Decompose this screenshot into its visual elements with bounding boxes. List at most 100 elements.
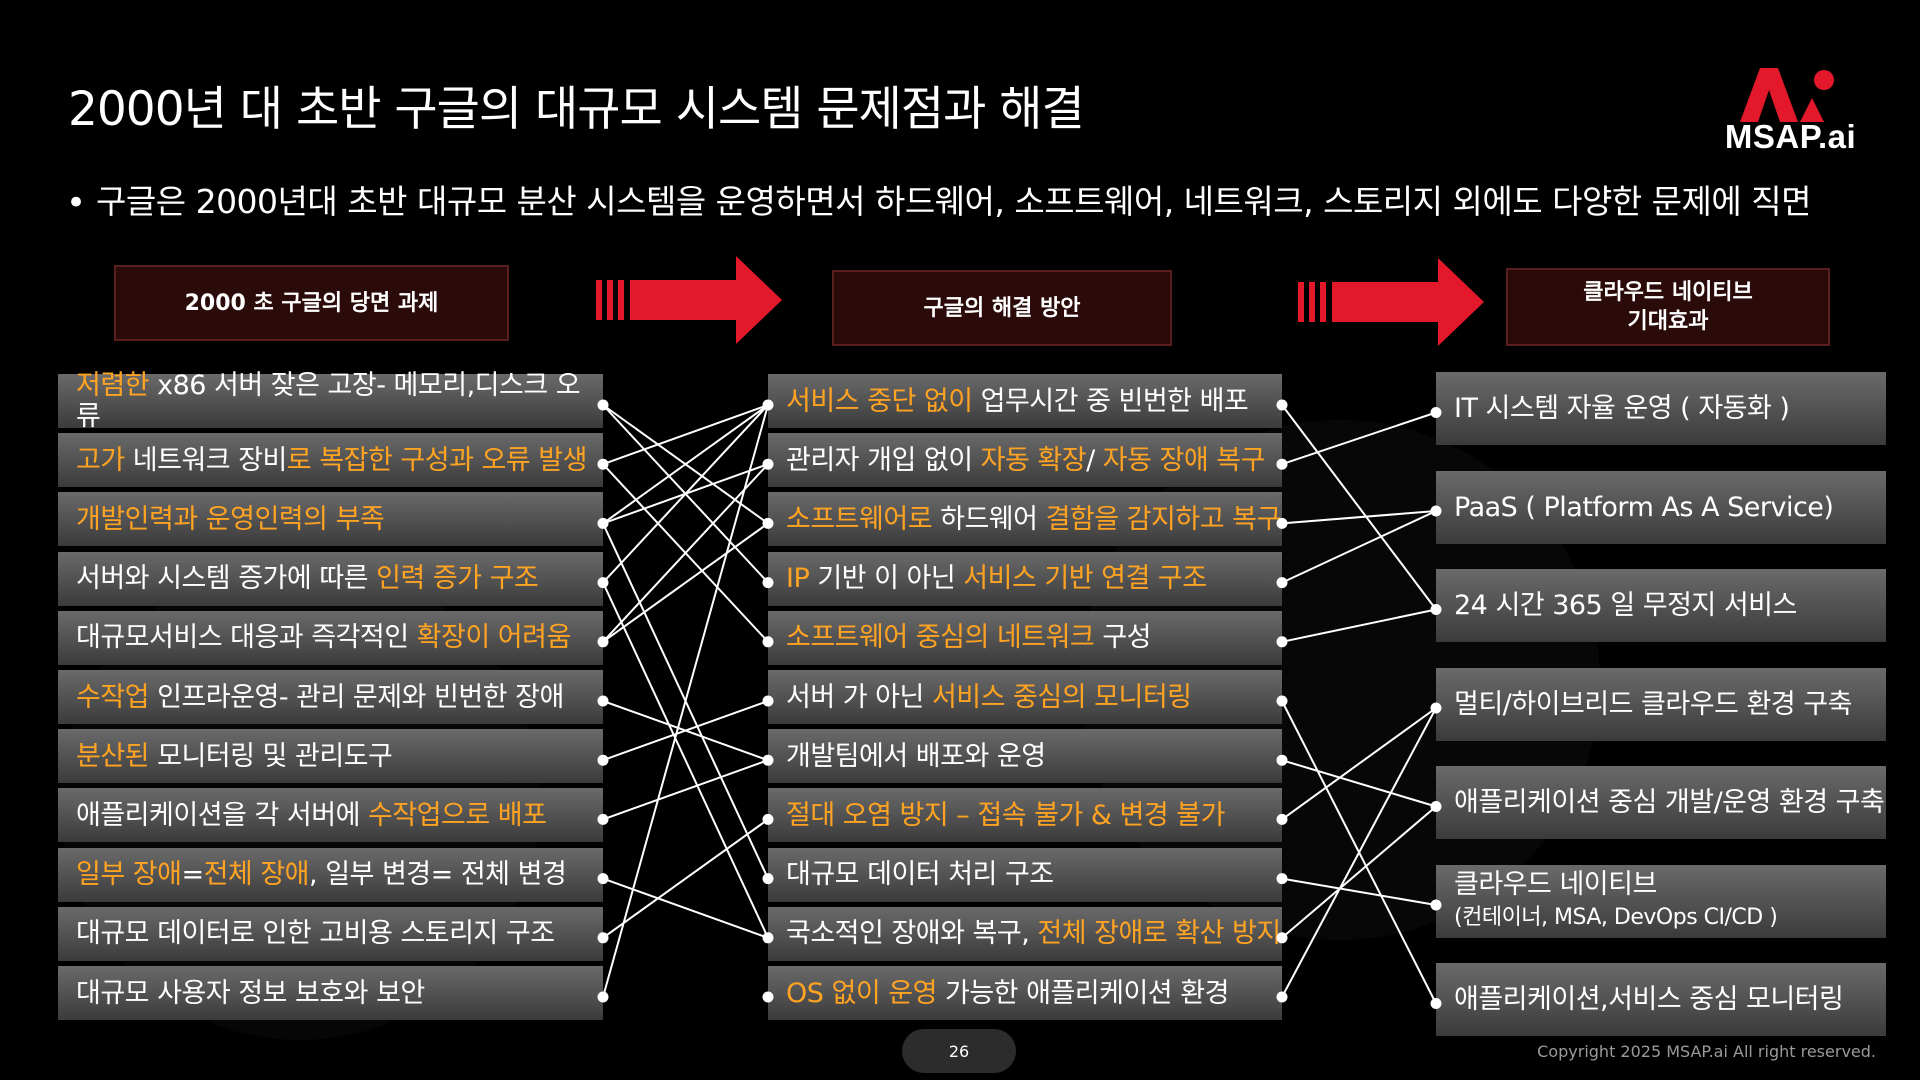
connector-dot: [597, 636, 609, 648]
solution-item: 서비스 중단 없이 업무시간 중 빈번한 배포: [768, 374, 1282, 428]
challenge-item-segment: 확장이 어려움: [416, 622, 572, 654]
challenge-item-segment: x86 서버 잦은 고장- 메모리,디스크 오류: [76, 370, 581, 432]
solution-item: IP 기반 이 아닌 서비스 기반 연결 구조: [768, 551, 1282, 606]
connector-line: [1281, 404, 1437, 611]
solution-item: 절대 오염 방지 – 접속 불가 & 변경 불가: [768, 788, 1282, 843]
challenge-item-segment: 수작업으로 배포: [368, 799, 547, 831]
solution-item-segment: 하드웨어: [932, 503, 1046, 535]
effect-item: PaaS ( Platform As A Service): [1436, 470, 1886, 544]
connector-line: [602, 404, 769, 466]
solution-item-segment: /: [1086, 444, 1103, 476]
connector-dot: [1430, 604, 1442, 615]
solution-item-segment: 관리자 개입 없이: [786, 444, 981, 476]
effect-item-segment: 멀티/하이브리드 클라우드 환경 구축: [1454, 688, 1852, 720]
solution-item: 관리자 개입 없이 자동 확장/ 자동 장애 복구: [768, 433, 1282, 488]
challenge-item-segment: 네트워크 장비: [124, 444, 288, 476]
header-effects-label-2: 기대효과: [1627, 309, 1709, 334]
challenge-item-segment: 대규모 사용자 정보 보호와 보안: [76, 977, 425, 1009]
effect-item-text: IT 시스템 자율 운영 ( 자동화 ): [1454, 393, 1790, 424]
connector-line: [1281, 510, 1437, 525]
arrow-right-icon: [596, 256, 782, 344]
connector-line: [602, 404, 769, 525]
connector-dot: [762, 873, 774, 885]
solution-item-segment: 자동 장애 복구: [1102, 444, 1266, 476]
solution-item: 국소적인 장애와 복구, 전체 장애로 확산 방지: [768, 906, 1282, 961]
challenge-item-segment: 서버와 시스템 증가에 따른: [76, 563, 377, 595]
copyright-text: Copyright 2025 MSAP.ai All right reserve…: [1537, 1042, 1876, 1061]
connector-dot: [1276, 636, 1288, 648]
effect-item: 멀티/하이브리드 클라우드 환경 구축: [1436, 667, 1886, 741]
effect-item-segment: 클라우드 네이티브: [1454, 869, 1657, 900]
solution-item-segment: 소프트웨어 중심의 네트워크: [786, 622, 1095, 654]
solution-item-text: 서비스 중단 없이 업무시간 중 빈번한 배포: [786, 386, 1249, 417]
challenge-item-segment: 대규모서비스 대응과 즉각적인: [76, 622, 417, 654]
solution-item-segment: 절대 오염 방지 – 접속 불가 & 변경 불가: [786, 799, 1225, 831]
header-solutions: 구글의 해결 방안: [832, 270, 1172, 346]
connector-dot: [1276, 458, 1288, 470]
connector-dot: [597, 932, 609, 944]
header-challenges: 2000 초 구글의 당면 과제: [114, 265, 509, 341]
solution-item: 서버 가 아닌 서비스 중심의 모니터링: [768, 670, 1282, 724]
solution-item-text: 서버 가 아닌 서비스 중심의 모니터링: [786, 682, 1192, 713]
challenge-item-segment: 대규모 데이터로 인한 고비용 스토리지 구조: [76, 918, 555, 950]
effect-item-segment: 애플리케이션 중심 개발/운영 환경 구축: [1454, 787, 1885, 818]
effect-item: 24 시간 365 일 무정지 서비스: [1436, 569, 1886, 642]
challenge-item-segment: 고가: [76, 444, 125, 476]
challenge-item-segment: 애플리케이션을 각 서버에: [76, 799, 368, 831]
challenge-item-segment: 인프라운영- 관리 문제와 빈번한 장애: [149, 681, 564, 713]
challenge-item-text: 서버와 시스템 증가에 따른 인력 증가 구조: [76, 563, 539, 595]
challenge-item-segment: 전체 장애: [203, 859, 310, 891]
connector-line: [1281, 805, 1437, 939]
solution-item-segment: 전체 장애로 확산 방지: [1037, 918, 1281, 950]
effect-item-text: 24 시간 365 일 무정지 서비스: [1454, 590, 1797, 621]
page-title: 2000년 대 초반 구글의 대규모 시스템 문제점과 해결: [68, 82, 1085, 137]
connector-dot: [762, 813, 774, 825]
header-effects-label-1: 클라우드 네이티브: [1583, 280, 1753, 305]
connector-dot: [1430, 407, 1442, 418]
connector-dot: [762, 399, 774, 411]
effect-item-segment: PaaS ( Platform As A Service): [1454, 491, 1834, 523]
connector-dot: [597, 873, 609, 885]
solution-item-text: 소프트웨어로 하드웨어 결함을 감지하고 복구: [786, 504, 1281, 535]
solution-item-segment: 결함을 감지하고 복구: [1045, 503, 1282, 535]
connector-line: [602, 404, 769, 584]
effect-item-text: PaaS ( Platform As A Service): [1454, 491, 1834, 523]
effect-item: 클라우드 네이티브(컨테이너, MSA, DevOps CI/CD ): [1436, 864, 1886, 938]
solution-item-segment: 서비스 중심의 모니터링: [931, 681, 1192, 713]
solution-item-text: 관리자 개입 없이 자동 확장/ 자동 장애 복구: [786, 444, 1266, 476]
connector-line: [602, 582, 769, 939]
challenge-item-segment: 일부 장애: [76, 859, 182, 891]
connector-dot: [762, 517, 774, 529]
connector-line: [1281, 510, 1437, 584]
challenge-item: 저렴한 x86 서버 잦은 고장- 메모리,디스크 오류: [58, 370, 603, 432]
challenge-item-text: 고가 네트워크 장비로 복잡한 구성과 오류 발생: [76, 445, 587, 476]
solution-item-text: IP 기반 이 아닌 서비스 기반 연결 구조: [786, 563, 1207, 594]
effect-item: IT 시스템 자율 운영 ( 자동화 ): [1436, 372, 1886, 445]
solution-item-text: 절대 오염 방지 – 접속 불가 & 변경 불가: [786, 800, 1225, 831]
connector-line: [602, 818, 769, 939]
connector-dot: [1276, 695, 1288, 707]
effect-item-text: 멀티/하이브리드 클라우드 환경 구축: [1454, 689, 1852, 720]
challenge-item-text: 대규모 사용자 정보 보호와 보안: [76, 978, 425, 1009]
solution-item-text: 대규모 데이터 처리 구조: [786, 859, 1054, 890]
challenge-item-text: 분산된 모니터링 및 관리도구: [76, 741, 393, 772]
connector-line: [1281, 877, 1437, 906]
connector-dot: [762, 754, 774, 766]
connector-line: [602, 463, 769, 643]
solution-item-segment: 개발팀에서 배포와 운영: [786, 740, 1046, 772]
challenge-item: 개발인력과 운영인력의 부족: [58, 492, 603, 547]
solution-item-segment: 구성: [1094, 622, 1152, 654]
connector-dot: [597, 695, 609, 707]
solution-item-segment: IP: [786, 563, 810, 595]
connector-dot: [1430, 998, 1442, 1009]
connector-line: [602, 700, 769, 762]
challenge-item-text: 수작업 인프라운영- 관리 문제와 빈번한 장애: [76, 682, 564, 713]
effect-item: 애플리케이션 중심 개발/운영 환경 구축: [1436, 766, 1886, 839]
connector-dot: [1276, 517, 1288, 529]
challenge-item: 수작업 인프라운영- 관리 문제와 빈번한 장애: [58, 670, 603, 724]
connector-line: [602, 877, 769, 939]
solution-item-text: 국소적인 장애와 복구, 전체 장애로 확산 방지: [786, 918, 1281, 949]
logo-icon: [1740, 68, 1834, 122]
challenge-item: 대규모 데이터로 인한 고비용 스토리지 구조: [58, 906, 603, 961]
challenge-item-segment: 인력 증가 구조: [376, 563, 539, 595]
